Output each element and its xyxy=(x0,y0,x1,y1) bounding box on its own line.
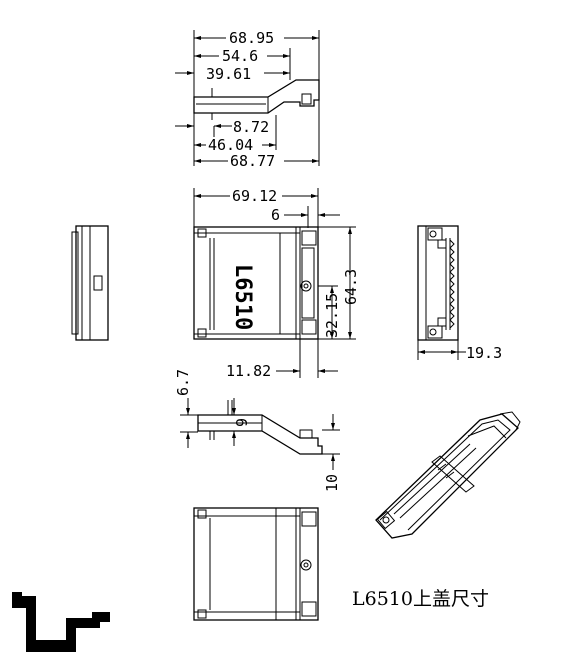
dim-top-lower-b: 46.04 xyxy=(208,136,253,154)
company-logo xyxy=(12,592,110,652)
top-elevation-view: 68.95 54.6 39.61 8.72 46.04 xyxy=(175,29,320,170)
dim-plan-height: 64.3 xyxy=(342,269,360,305)
dim-top-overall-c: 39.61 xyxy=(206,65,251,83)
dim-plan-mid-height: 32.15 xyxy=(323,293,341,338)
drawing-caption: L6510上盖尺寸 xyxy=(352,588,489,610)
dim-plan-right-inset: 6 xyxy=(271,206,280,224)
dim-plan-bottom-left: 11.82 xyxy=(226,362,271,380)
dim-top-lower-a: 8.72 xyxy=(233,118,269,136)
dim-section-thickness: 6 xyxy=(232,418,250,427)
bottom-view xyxy=(193,507,319,621)
dim-section-offset: 6.7 xyxy=(174,369,192,396)
dim-section-height: 10 xyxy=(323,474,341,492)
dim-top-overall-b: 54.6 xyxy=(222,47,258,65)
part-marking: L6510 xyxy=(230,264,255,330)
section-view: 6.7 6 10 xyxy=(174,369,341,492)
dim-top-overall-a: 68.95 xyxy=(229,29,274,47)
dim-top-lower-c: 68.77 xyxy=(230,152,275,170)
dim-plan-width: 69.12 xyxy=(232,187,277,205)
isometric-view xyxy=(375,411,521,539)
plan-view: 69.12 6 L6510 64.3 xyxy=(193,187,360,380)
right-side-view: 19.3 xyxy=(417,225,502,362)
left-side-view xyxy=(71,225,109,341)
dim-side-width: 19.3 xyxy=(466,344,502,362)
